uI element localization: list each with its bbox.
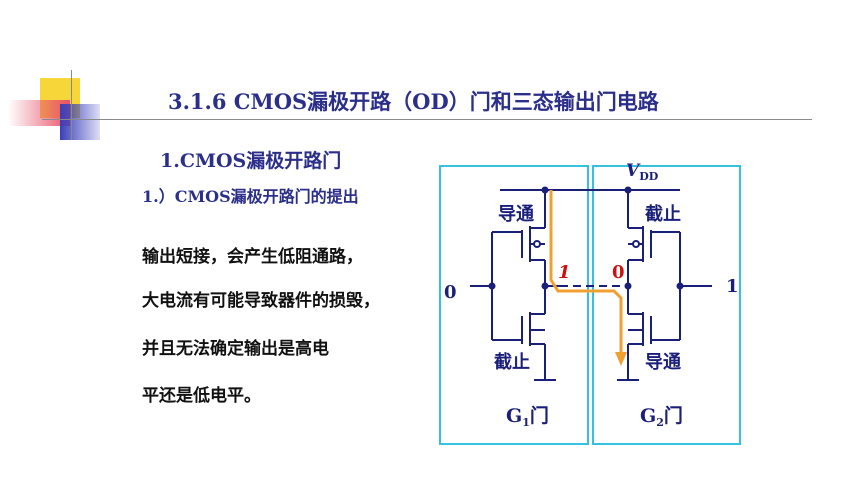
short-circuit-current-path (549, 190, 623, 360)
g2-output-junction (624, 282, 632, 290)
g2-output-value: 0 (612, 262, 625, 283)
current-arrow-head (615, 352, 627, 366)
g2-top-state-label: 截止 (645, 203, 681, 225)
g2-box (592, 165, 741, 445)
vdd-label: VDD (626, 161, 659, 183)
page-title: 3.1.6 CMOS漏极开路（OD）门和三态输出门电路 (168, 89, 659, 114)
deco-vertical-rule (71, 70, 72, 140)
g1-box (439, 165, 589, 445)
g1-input-value: 0 (444, 282, 457, 303)
section-heading: 1.CMOS漏极开路门 (160, 150, 342, 172)
g1-gate-label: G1门 (506, 404, 549, 429)
g2-input-junction (676, 282, 684, 290)
g2-input-value: 1 (726, 276, 739, 297)
g2-bottom-state-label: 导通 (645, 352, 681, 373)
g1-bottom-state-label: 截止 (494, 351, 530, 373)
deco-red-gradient (8, 100, 70, 126)
subsection-heading: 1.）CMOS漏极开路门的提出 (142, 187, 359, 206)
g1-input-junction (488, 282, 496, 290)
body-line-4: 平还是低电平。 (142, 386, 261, 406)
g1-output-junction (541, 282, 549, 290)
deco-horizontal-rule (42, 119, 812, 120)
deco-blue-square (60, 104, 100, 140)
body-line-2: 大电流有可能导致器件的损毁， (142, 291, 380, 311)
g1-top-state-label: 导通 (498, 204, 534, 225)
g1-output-value: 1 (558, 262, 571, 283)
body-line-1: 输出短接，会产生低阻通路， (142, 247, 363, 267)
g2-vdd-junction (624, 186, 632, 194)
g1-vdd-junction (541, 186, 549, 194)
g2-gate-label: G2门 (640, 404, 683, 429)
body-line-3: 并且无法确定输出是高电 (142, 339, 329, 359)
